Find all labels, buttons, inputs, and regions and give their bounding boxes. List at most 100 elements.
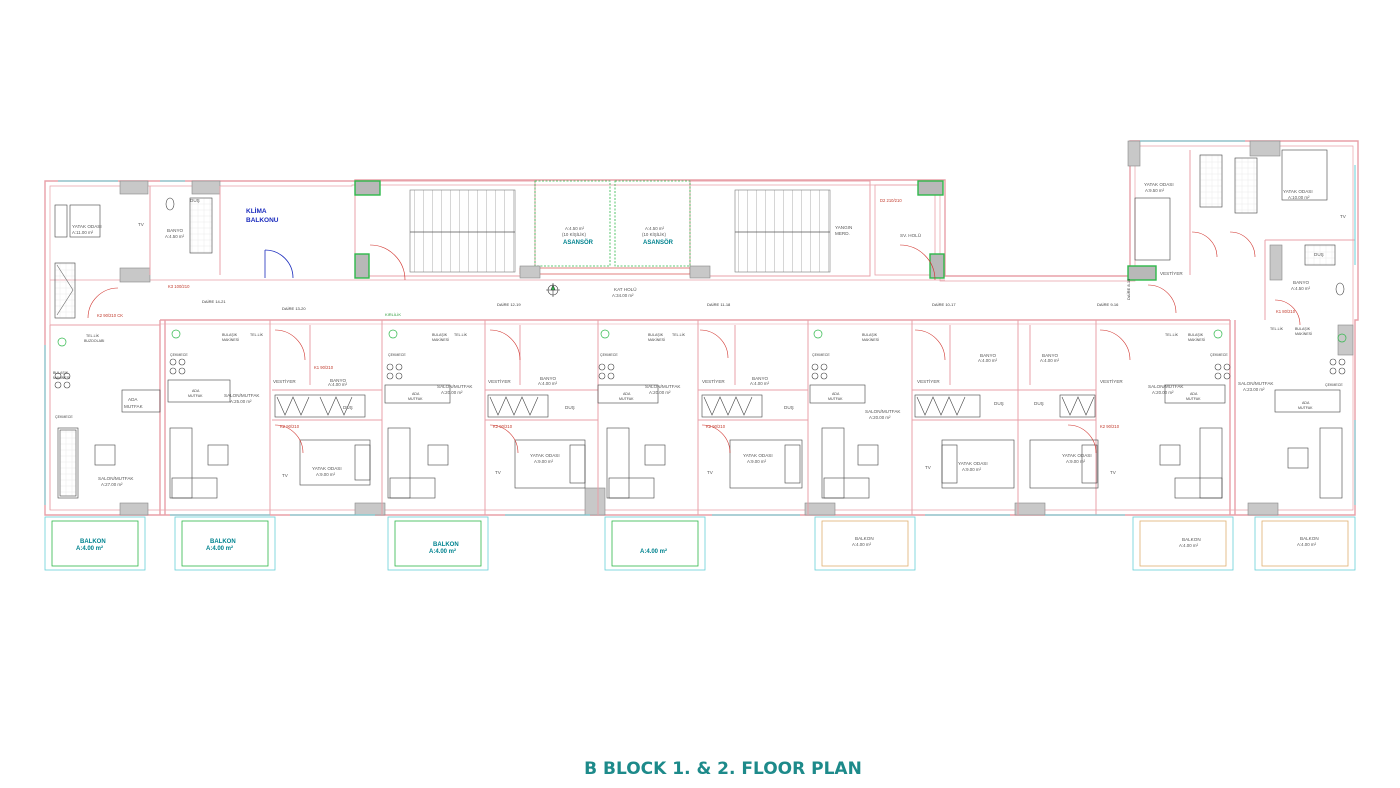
balkon-area-4: A:4.00 m² (640, 548, 667, 555)
label-yatak-4-area: A:9.00 m² (747, 459, 767, 464)
label-banyo-right-area: A:4.50 m² (1291, 286, 1311, 291)
label-banyo-3: BANYO (540, 376, 557, 381)
label-dus-7: DUŞ (1314, 252, 1324, 257)
label-banyo-right: BANYO (1293, 280, 1310, 285)
label-salon-4-area: A:20.00 m² (649, 390, 671, 395)
label-ada-1: ADA (128, 397, 138, 402)
label-cekmece-3: ÇEKMECE (388, 353, 406, 357)
door-tag-2: K1 90/210 (314, 365, 334, 370)
label-cekmece-5: ÇEKMECE (812, 353, 830, 357)
label-yatak-5-area: A:9.00 m² (962, 467, 982, 472)
label-dus-5: DUŞ (994, 401, 1004, 406)
label-yangin: YANGIN (835, 225, 852, 230)
label-cekmece-4: ÇEKMECE (600, 353, 618, 357)
label-tv-2: TV (282, 473, 289, 478)
label-salon-2-area: A:25.00 m² (230, 399, 252, 404)
label-salon-7-area: A:23.00 m² (1243, 387, 1265, 392)
label-kat-holu: KAT HOLÜ (614, 286, 637, 292)
label-makinesi-6: MAKİNESİ (1188, 337, 1205, 342)
balkon-label-2: BALKON (210, 539, 236, 545)
label-tv-6: TV (1110, 470, 1117, 475)
label-bulasik-5: BULAŞIK (862, 333, 878, 337)
label-makinesi-3: MAKİNESİ (432, 337, 449, 342)
label-makinesi-2: MAKİNESİ (222, 337, 239, 342)
balkon-area-2: A:4.00 m² (206, 545, 233, 552)
tag-daire-2: DAİRE 13-20 (282, 306, 306, 311)
plan-labels: KLİMA BALKONU ASANSÖR ASANSÖR A:4.50 m² … (53, 182, 1347, 555)
label-yatak-4: YATAK ODASI (743, 453, 773, 458)
label-yatak-1: YATAK ODASI (72, 224, 102, 229)
label-tv-1: TV (138, 222, 145, 227)
label-salon-3: SALON/MUTFAK (437, 384, 473, 389)
tag-daire-6: DAİRE 9-16 (1097, 302, 1119, 307)
door-tag-8: K1 80/210 (1276, 309, 1296, 314)
label-sv-holu: SV. HOLÜ (900, 232, 921, 238)
label-ada-4: ADA (623, 392, 631, 396)
door-tag-4: K2 90/210 (493, 424, 513, 429)
label-asansor-area-1: A:4.50 m² (565, 226, 585, 231)
label-banyo-2-area: A:4.00 m² (328, 382, 348, 387)
door-tag-7: K2 90/210 CK (97, 313, 123, 318)
label-makinesi-5: MAKİNESİ (862, 337, 879, 342)
label-cekmece-1: ÇEKMECE (55, 415, 73, 419)
label-yatak-right-2-area: A:10.00 m² (1288, 195, 1310, 200)
page-title: B BLOCK 1. & 2. FLOOR PLAN (584, 759, 862, 779)
balkon-label-3: BALKON (433, 542, 459, 548)
balkon-area-1: A:4.00 m² (76, 545, 103, 552)
label-yatak-1-area: A:11.00 m² (72, 230, 94, 235)
label-ada-2: ADA (192, 389, 200, 393)
label-yatak-right-1: YATAK ODASI (1144, 182, 1174, 187)
label-yatak-6: YATAK ODASI (1062, 453, 1092, 458)
label-bulasik-4: BULAŞIK (648, 333, 664, 337)
label-yatak-3-area: A:9.00 m² (534, 459, 554, 464)
balkon-area-5: A:4.00 m² (852, 542, 872, 547)
label-banyo-6-area: A:4.00 m² (1040, 358, 1060, 363)
label-banyo-3-area: A:4.00 m² (538, 381, 558, 386)
label-yatak-2: YATAK ODASI (312, 466, 342, 471)
label-salon-1: SALON/MUTFAK (98, 476, 134, 481)
balkon-area-6: A:4.00 m² (1179, 543, 1199, 548)
label-salon-6-area: A:20.00 m² (1152, 390, 1174, 395)
label-mutfak-4: MUTFAK (619, 397, 634, 401)
label-dus-6: DUŞ (1034, 401, 1044, 406)
label-vestiyer-5: VESTİYER (1100, 378, 1123, 384)
label-salon-5-area: A:20.00 m² (869, 415, 891, 420)
label-dus-2: DUŞ (343, 405, 353, 410)
label-asansor-cap-1: (10 KİŞİLİK) (562, 232, 586, 237)
tag-daire-1: DAİRE 14-21 (202, 299, 226, 304)
door-tag-9: D2 210/210 (880, 198, 902, 203)
door-tag-5: K2 90/210 (706, 424, 726, 429)
label-banyo-5: BANYO (980, 353, 997, 358)
label-yatak-right-2: YATAK ODASI (1283, 189, 1313, 194)
label-balkonu: BALKONU (246, 217, 279, 224)
label-dus-4: DUŞ (784, 405, 794, 410)
label-kirlilik: KIRLİLİK (385, 312, 401, 317)
label-ada-3: ADA (412, 392, 420, 396)
label-asansor-area-2: A:4.50 m² (645, 226, 665, 231)
label-vestiyer-6: VESTİYER (1160, 270, 1183, 276)
label-yatak-right-1-area: A:9.50 m² (1145, 188, 1165, 193)
label-bulasik-2: BULAŞIK (222, 333, 238, 337)
label-banyo-1: BANYO (167, 228, 184, 233)
door-tag-6: K2 90/210 (1100, 424, 1120, 429)
label-makinesi-4: MAKİNESİ (648, 337, 665, 342)
balkon-label-1: BALKON (80, 539, 106, 545)
grey-columns (119, 140, 1354, 516)
balkon-label-5: BALKON (855, 536, 874, 541)
tag-daire-5: DAİRE 10-17 (932, 302, 956, 307)
label-klima: KLİMA (246, 207, 267, 215)
label-tv-7: TV (1340, 214, 1347, 219)
label-banyo-4-area: A:4.00 m² (750, 381, 770, 386)
label-ada-7: ADA (1302, 401, 1310, 405)
label-yatak-3: YATAK ODASI (530, 453, 560, 458)
label-salon-7: SALON/MUTFAK (1238, 381, 1274, 386)
label-asansor-1: ASANSÖR (563, 239, 594, 246)
label-mutfak-6: MUTFAK (1186, 397, 1201, 401)
label-buzdolabi-1: BUZDOLABI (84, 339, 104, 343)
label-bulasik-6: BULAŞIK (1188, 333, 1204, 337)
structural-columns (354, 180, 1157, 281)
label-tel-3: TEL.LİK (454, 332, 468, 337)
door-tag-3: K2 90/210 (280, 424, 300, 429)
label-banyo-4: BANYO (752, 376, 769, 381)
